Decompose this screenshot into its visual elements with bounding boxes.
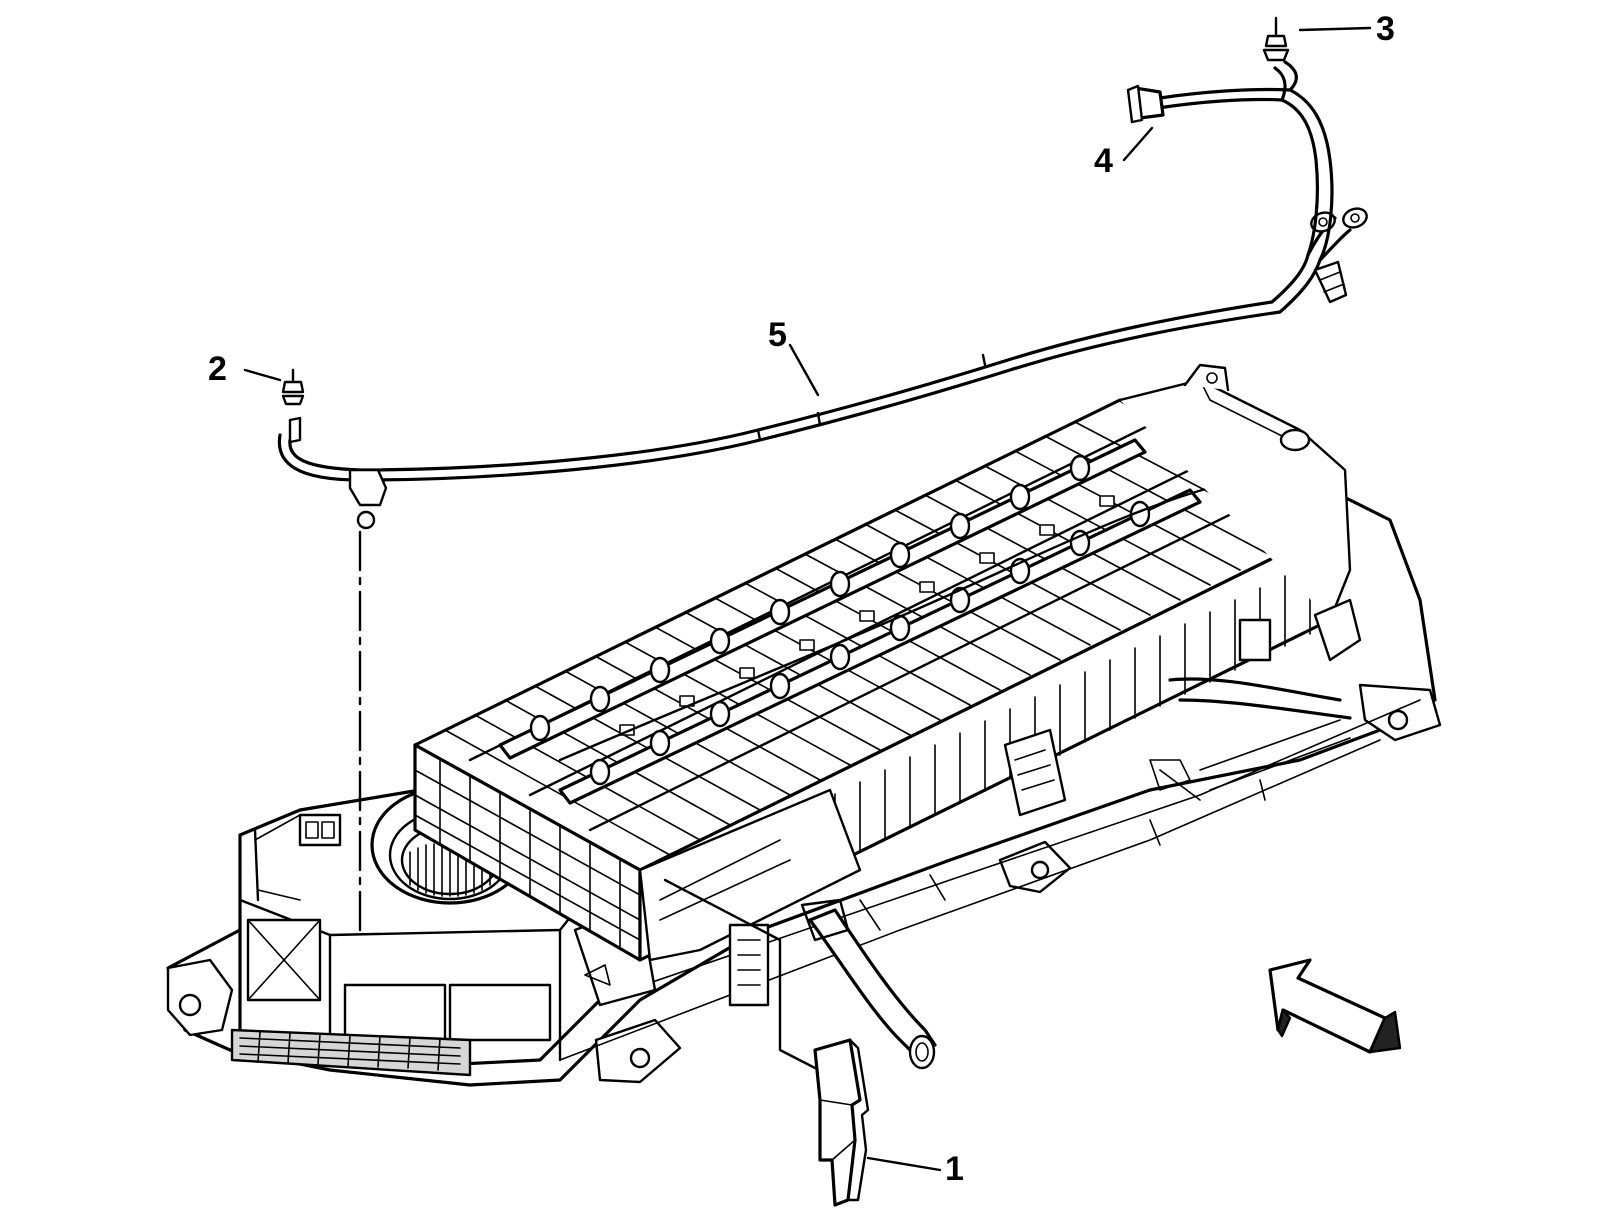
service-disconnect-plug	[813, 1038, 870, 1207]
cable-connector-boot	[1126, 84, 1165, 124]
nut-left	[281, 368, 305, 406]
view-direction-arrow	[1268, 958, 1402, 1054]
callout-label-2: 2	[208, 350, 227, 388]
callout-label-1: 1	[945, 1150, 964, 1188]
hv-cable-assembly	[277, 60, 1368, 530]
callout-label-3: 3	[1376, 10, 1395, 48]
callout-leaders	[243, 26, 1372, 1172]
front-connector-assembly	[638, 788, 937, 1070]
callout-label-5: 5	[768, 316, 787, 354]
nut-upper	[1262, 16, 1290, 62]
alignment-line-plug	[663, 878, 817, 1070]
callout-label-4: 4	[1094, 142, 1113, 180]
